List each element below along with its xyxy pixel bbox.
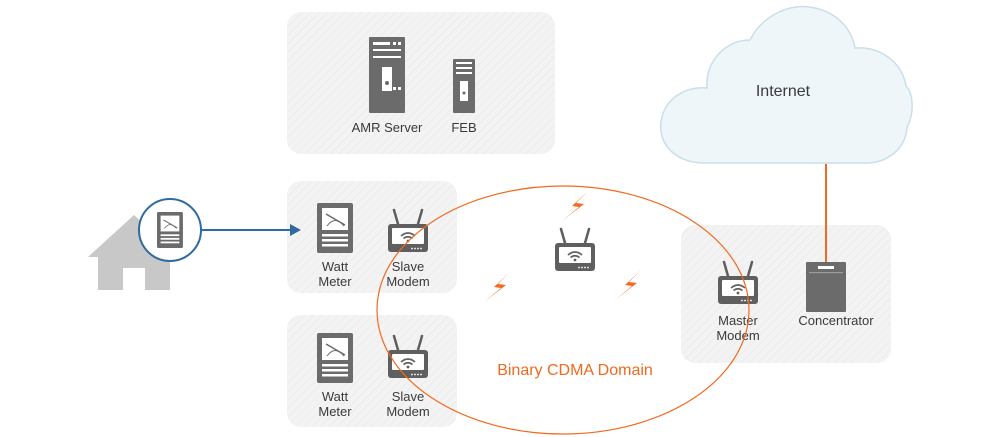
internet-cloud [660, 5, 913, 164]
slave-modem-label: Slave [392, 389, 425, 404]
feb-label: FEB [451, 120, 476, 135]
relay-modem-icon [553, 227, 597, 273]
watt-meter-icon [316, 332, 354, 384]
amr-server-label: AMR Server [352, 120, 423, 135]
server-panel [287, 12, 555, 154]
master-modem-label: Modem [716, 328, 759, 343]
internet-label: Internet [756, 83, 811, 100]
master-modem-label: Master [718, 313, 758, 328]
cdma-domain-boundary [376, 185, 750, 435]
concentrator-label: Concentrator [798, 313, 874, 328]
watt-meter-label: Watt [322, 389, 349, 404]
amr-server-icon [369, 37, 405, 113]
watt-meter-label: Watt [322, 259, 349, 274]
wireless-signal-icon [484, 272, 510, 302]
slave-modem-label: Modem [386, 274, 429, 289]
watt-meter-label: Meter [318, 404, 352, 419]
watt-meter-label: Meter [318, 274, 352, 289]
meter-panel-bottom [287, 315, 457, 427]
feb-server-icon [453, 59, 475, 113]
meter-panel-top [287, 181, 457, 293]
wireless-signal-icon [615, 270, 641, 300]
home-meter-icon [156, 211, 184, 249]
arrow-head-icon [290, 224, 301, 236]
slave-modem-label: Modem [386, 404, 429, 419]
master-panel [681, 225, 891, 363]
house-icon [88, 215, 180, 290]
concentrator-icon [806, 262, 846, 312]
domain-label: Binary CDMA Domain [497, 362, 653, 379]
slave-modem-label: Slave [392, 259, 425, 274]
watt-meter-icon [316, 202, 354, 254]
wireless-signal-icon [562, 191, 588, 221]
